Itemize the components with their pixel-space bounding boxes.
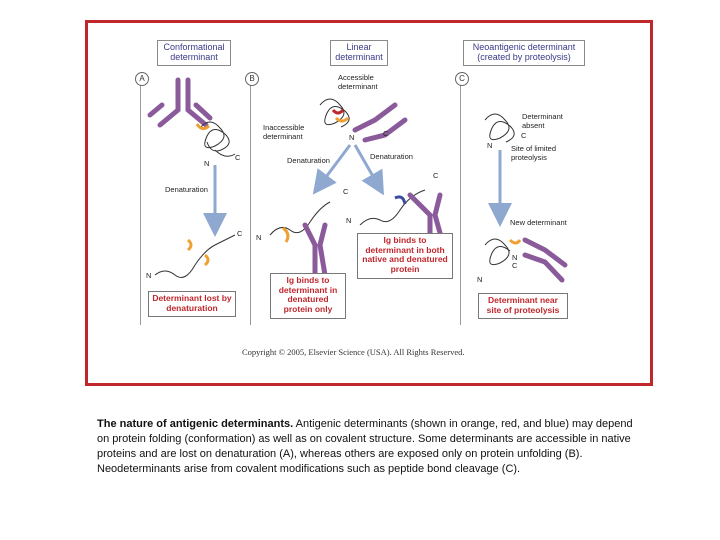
protein-a-denatured <box>154 234 236 278</box>
divider-bc <box>460 80 461 325</box>
antibody-b-right <box>407 192 445 243</box>
label-c-c2: C <box>512 261 518 270</box>
panel-letter-b: B <box>245 72 259 86</box>
header-neoantigenic: Neoantigenic determinant (created by pro… <box>463 40 585 66</box>
panel-letter-c: C <box>455 72 469 86</box>
caption-text: Antigenic determinants (shown in orange,… <box>97 418 633 475</box>
protein-b-folded <box>319 98 350 128</box>
label-a-n2: N <box>146 271 152 280</box>
label-c-c: C <box>521 131 527 140</box>
antibody-b-left <box>302 222 328 278</box>
antibody-c <box>522 237 568 283</box>
label-b-denaturation-left: Denaturation <box>287 156 330 165</box>
label-c-n2: N <box>512 253 518 262</box>
label-c-n: N <box>487 141 493 150</box>
label-b-c3: C <box>433 171 439 180</box>
determinant-a-split-2 <box>203 253 210 267</box>
determinant-b-red <box>331 108 345 115</box>
label-b-accessible: Accessible determinant <box>338 73 378 91</box>
result-near-site: Determinant near site of proteolysis <box>478 293 568 319</box>
label-b-denaturation-right: Denaturation <box>370 152 413 161</box>
label-b-inaccessible: Inaccessible determinant <box>263 123 305 141</box>
label-b-n: N <box>349 133 355 142</box>
result-denatured-only: Ig binds to determinant in denatured pro… <box>270 273 346 319</box>
protein-c-cleaved <box>484 238 511 266</box>
divider-ab <box>250 80 251 325</box>
label-a-n: N <box>204 159 210 168</box>
result-both: Ig binds to determinant in both native a… <box>357 233 453 279</box>
label-c-n3: N <box>477 275 483 284</box>
protein-b-denatured-left <box>269 201 331 236</box>
label-c-new: New determinant <box>510 218 567 227</box>
result-determinant-lost: Determinant lost by denaturation <box>148 291 236 317</box>
header-linear: Linear determinant <box>330 40 388 66</box>
figure-caption: The nature of antigenic determinants. An… <box>97 417 642 477</box>
label-b-n3: N <box>346 216 352 225</box>
label-a-c2: C <box>237 229 243 238</box>
label-b-c: C <box>383 129 389 138</box>
determinant-a-orange <box>195 123 210 131</box>
label-a-denaturation: Denaturation <box>165 185 208 194</box>
determinant-b-orange <box>334 116 350 123</box>
copyright-text: Copyright © 2005, Elsevier Science (USA)… <box>242 347 465 357</box>
arrow-b-left <box>312 144 352 195</box>
protein-b-denatured-right <box>359 189 426 226</box>
label-b-c2: C <box>343 187 349 196</box>
antibody-a-top <box>147 77 213 128</box>
determinant-b-left-orange <box>282 226 290 243</box>
label-c-site: Site of limited proteolysis <box>511 144 557 162</box>
determinant-c-orange <box>508 238 522 245</box>
header-conformational: Conformational determinant <box>157 40 231 66</box>
label-b-n2: N <box>256 233 262 242</box>
antibody-b-top <box>352 102 408 143</box>
arrow-b-right <box>353 144 384 196</box>
determinant-b-blue <box>394 195 407 205</box>
divider-left <box>140 80 141 325</box>
determinant-a-split-1 <box>186 238 193 252</box>
protein-c-folded <box>484 113 515 143</box>
label-a-c: C <box>235 153 241 162</box>
label-c-absent: Determinant absent <box>522 112 563 130</box>
panel-letter-a: A <box>135 72 149 86</box>
protein-a-folded <box>199 121 236 157</box>
caption-title: The nature of antigenic determinants. <box>97 418 294 430</box>
